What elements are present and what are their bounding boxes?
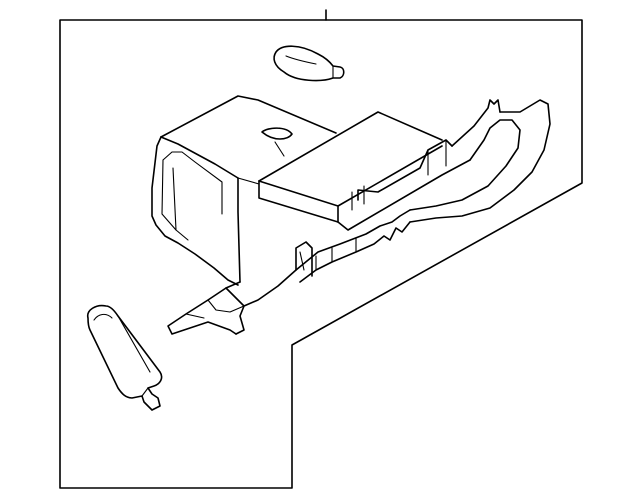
bulb-icon (273, 45, 345, 82)
handle-icon (86, 304, 163, 411)
frame-outline (59, 19, 583, 489)
glove-box-icon (151, 95, 551, 335)
